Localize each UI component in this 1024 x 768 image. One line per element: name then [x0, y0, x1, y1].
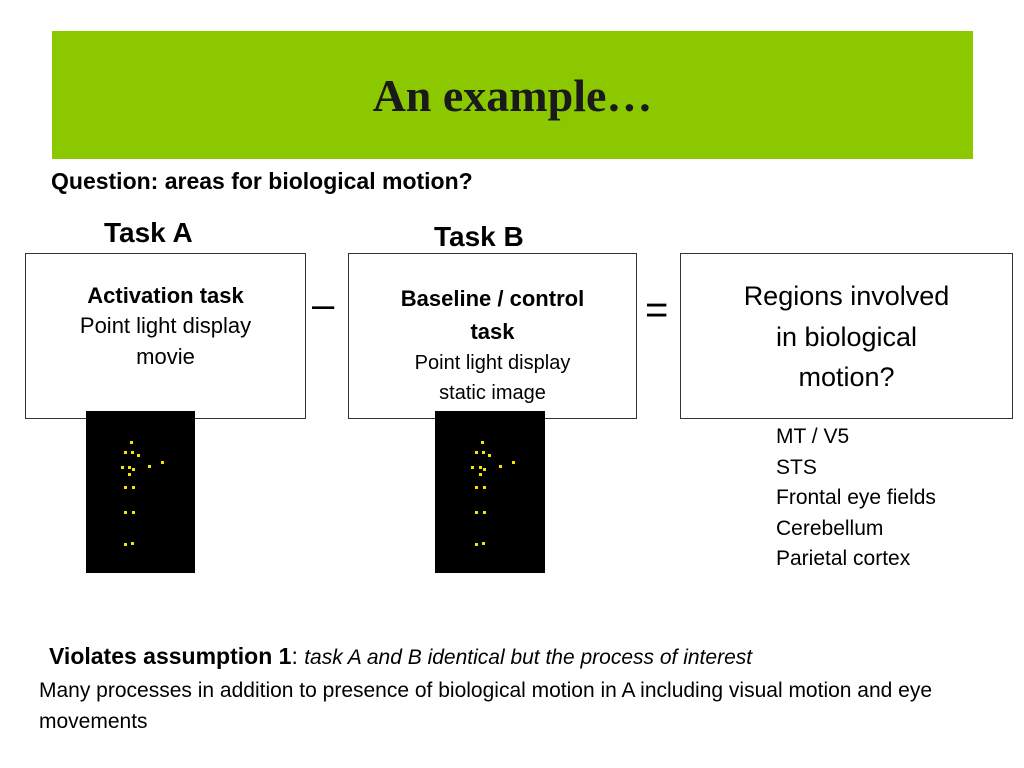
activation-task-line-2: movie — [136, 343, 195, 369]
violation-colon: : — [291, 643, 305, 669]
region-item: Frontal eye fields — [776, 486, 936, 509]
region-item: STS — [776, 455, 817, 479]
violation-detail: task A and B identical but the process o… — [304, 646, 753, 669]
activation-task-heading: Activation task — [87, 283, 244, 308]
slide-title: An example… — [372, 69, 653, 121]
assumption-violation: Violates assumption 1: task A and B iden… — [49, 643, 752, 670]
equals-operator: = — [645, 288, 669, 332]
region-item: MT / V5 — [776, 425, 850, 448]
violation-heading: Violates assumption 1 — [49, 643, 292, 669]
baseline-task-line-1: Point light display — [414, 352, 571, 374]
result-line-1: Regions involved — [743, 281, 950, 311]
baseline-task-box: Baseline / control task Point light disp… — [348, 253, 637, 419]
task-a-label: Task A — [104, 217, 193, 248]
activation-task-box: Activation task Point light display movi… — [25, 253, 306, 419]
point-light-figure-a — [121, 441, 164, 546]
activation-task-line-1: Point light display — [79, 313, 252, 339]
baseline-task-line-2: static image — [439, 382, 546, 404]
region-item: Parietal cortex — [776, 547, 911, 570]
region-item: Cerebellum — [776, 516, 884, 540]
explanation-text: Many processes in addition to presence o… — [39, 679, 933, 733]
title-banner: An example… — [52, 31, 973, 159]
result-line-2: in biological — [775, 321, 918, 352]
result-box: Regions involved in biological motion? — [680, 253, 1013, 419]
question-text: Question: areas for biological motion? — [51, 168, 473, 194]
result-line-3: motion? — [798, 362, 895, 392]
point-light-figure-b — [471, 441, 515, 546]
baseline-task-heading-line-2: task — [470, 319, 515, 344]
regions-list: MT / V5 STS Frontal eye fields Cerebellu… — [776, 422, 936, 575]
task-b-label: Task B — [434, 221, 524, 252]
point-light-static-image — [435, 411, 545, 573]
point-light-movie-image — [86, 411, 195, 573]
baseline-task-heading-line-1: Baseline / control — [400, 286, 585, 311]
minus-operator: – — [312, 283, 335, 327]
